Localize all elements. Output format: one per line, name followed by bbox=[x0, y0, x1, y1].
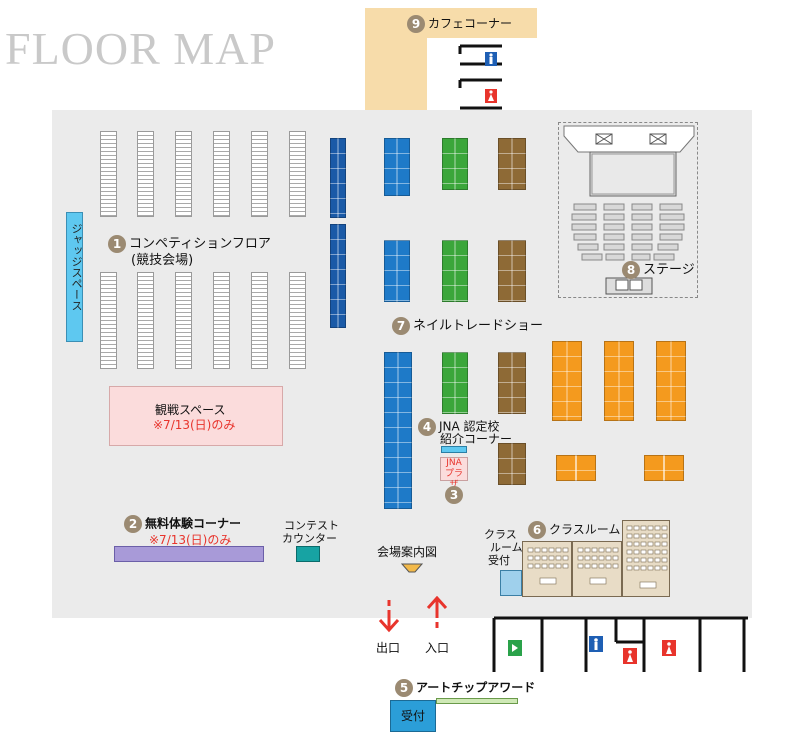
exit-arrow-icon bbox=[378, 600, 400, 633]
venue-info-label: 会場案内図 bbox=[377, 545, 438, 559]
watch-space-label: 観戦スペース bbox=[155, 403, 226, 417]
booth-brown-2[interactable] bbox=[498, 240, 526, 302]
booth-orange-4[interactable] bbox=[556, 455, 596, 481]
booth-green-3[interactable] bbox=[442, 352, 468, 414]
booth-orange-5[interactable] bbox=[644, 455, 684, 481]
booth-blue-3[interactable] bbox=[384, 352, 412, 509]
watch-space-note: ※7/13(日)のみ bbox=[153, 418, 236, 432]
free-trial-note: ※7/13(日)のみ bbox=[149, 533, 232, 547]
booth-brown-1[interactable] bbox=[498, 138, 526, 190]
classroom-seats bbox=[527, 525, 668, 589]
jna-school-sublabel: 紹介コーナー bbox=[440, 432, 513, 446]
class-reception-desk[interactable] bbox=[500, 570, 522, 596]
reception-desk[interactable]: 受付 bbox=[390, 700, 436, 732]
contest-counter[interactable] bbox=[296, 546, 320, 562]
class-reception-label: クラス ルーム 受付 bbox=[484, 528, 523, 567]
competition-sublabel: (競技会場) bbox=[131, 253, 194, 268]
competition-desk-4-1 bbox=[213, 131, 230, 217]
competition-desk-3-2 bbox=[175, 272, 192, 369]
contest-counter-label-1: コンテスト bbox=[284, 519, 339, 532]
art-tip-table[interactable] bbox=[436, 698, 518, 704]
entrance-arrow-icon bbox=[426, 596, 448, 628]
booth-blue-1[interactable] bbox=[384, 138, 410, 196]
competition-desk-1-2 bbox=[100, 272, 117, 369]
booth-green-1[interactable] bbox=[442, 138, 468, 190]
competition-desk-5-2 bbox=[251, 272, 268, 369]
competition-desk-3-1 bbox=[175, 131, 192, 217]
booth-blue-2[interactable] bbox=[384, 240, 410, 302]
booth-brown-4[interactable] bbox=[498, 443, 526, 485]
competition-desk-6-1 bbox=[289, 131, 306, 217]
booth-orange-3[interactable] bbox=[656, 341, 686, 421]
contest-counter-label-2: カウンター bbox=[282, 532, 337, 545]
competition-desk-1-1 bbox=[100, 131, 117, 217]
competition-desk-5-1 bbox=[251, 131, 268, 217]
exit-label[interactable]: 出口 bbox=[376, 641, 401, 655]
stage-area[interactable] bbox=[558, 122, 698, 298]
entrance-label[interactable]: 入口 bbox=[425, 641, 450, 655]
booth-green-2[interactable] bbox=[442, 240, 468, 302]
bottom-restrooms bbox=[492, 616, 748, 672]
map-title: FLOOR MAP bbox=[5, 23, 277, 74]
jna-plaza[interactable]: JNA プラザ bbox=[440, 457, 468, 490]
watch-space[interactable] bbox=[109, 386, 283, 446]
competition-desk-4-2 bbox=[213, 272, 230, 369]
booth-dblue-1[interactable] bbox=[330, 138, 346, 218]
booth-dblue-2[interactable] bbox=[330, 224, 346, 328]
booth-orange-2[interactable] bbox=[604, 341, 634, 421]
booth-brown-3[interactable] bbox=[498, 352, 526, 414]
competition-desk-6-2 bbox=[289, 272, 306, 369]
judge-space[interactable]: ジャッジスペース bbox=[66, 212, 83, 342]
jna-school-table[interactable] bbox=[441, 446, 467, 453]
jna-plaza-number: 3 bbox=[445, 486, 463, 504]
top-restrooms bbox=[458, 44, 502, 110]
venue-info-board[interactable] bbox=[401, 563, 423, 573]
competition-desk-2-2 bbox=[137, 272, 154, 369]
stage-seating bbox=[563, 125, 695, 295]
competition-desk-2-1 bbox=[137, 131, 154, 217]
free-trial-table[interactable] bbox=[114, 546, 264, 562]
booth-orange-1[interactable] bbox=[552, 341, 582, 421]
cafe-area-lower bbox=[365, 38, 427, 110]
cafe-area[interactable] bbox=[365, 8, 537, 38]
